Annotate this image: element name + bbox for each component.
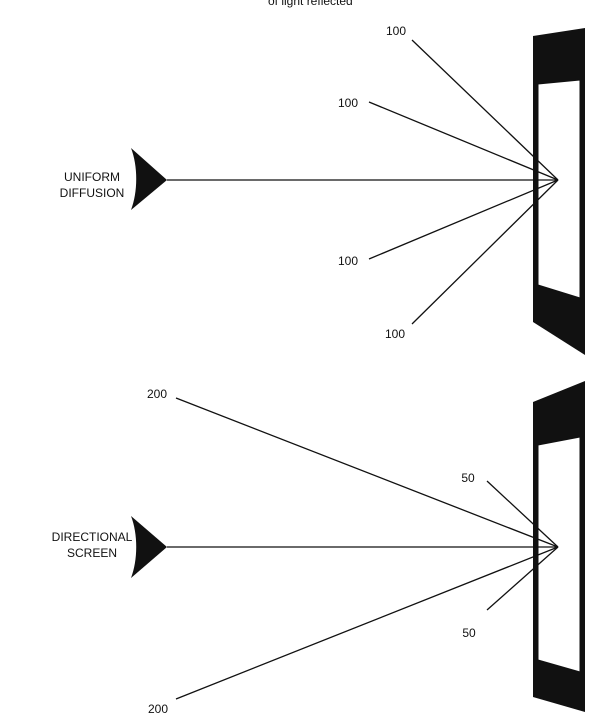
uniform-reflected-ray — [411, 179, 559, 325]
uniform-label-line-2: DIFFUSION — [60, 186, 125, 200]
directional-ray-value: 200 — [147, 387, 167, 401]
top-caption-fragment: of light reflected — [268, 0, 353, 8]
uniform-ray-value: 100 — [338, 96, 358, 110]
uniform-projector-icon — [131, 148, 167, 210]
directional-projector-icon — [131, 516, 167, 578]
directional-reflected-ray — [175, 546, 559, 700]
directional-reflected-ray — [486, 480, 559, 548]
uniform-ray-value: 100 — [385, 327, 405, 341]
directional-reflected-ray — [175, 397, 559, 548]
uniform-diffusion-panel: UNIFORM DIFFUSION 100 100 100 100 — [60, 24, 585, 355]
directional-label-line-1: DIRECTIONAL — [52, 530, 133, 544]
directional-screen-surface — [537, 436, 581, 673]
uniform-ray-value: 100 — [386, 24, 406, 38]
directional-label-line-2: SCREEN — [67, 546, 117, 560]
uniform-reflected-ray — [368, 179, 559, 260]
uniform-reflected-ray — [368, 101, 559, 181]
directional-ray-value: 50 — [461, 471, 475, 485]
directional-ray-value: 50 — [462, 626, 476, 640]
directional-ray-value: 200 — [148, 702, 168, 715]
uniform-screen-surface — [537, 79, 581, 299]
uniform-label-line-1: UNIFORM — [64, 170, 120, 184]
directional-screen-panel: DIRECTIONAL SCREEN 200 50 50 200 — [52, 381, 585, 715]
uniform-reflected-ray — [411, 39, 559, 181]
uniform-ray-value: 100 — [338, 254, 358, 268]
directional-reflected-ray — [486, 546, 559, 611]
